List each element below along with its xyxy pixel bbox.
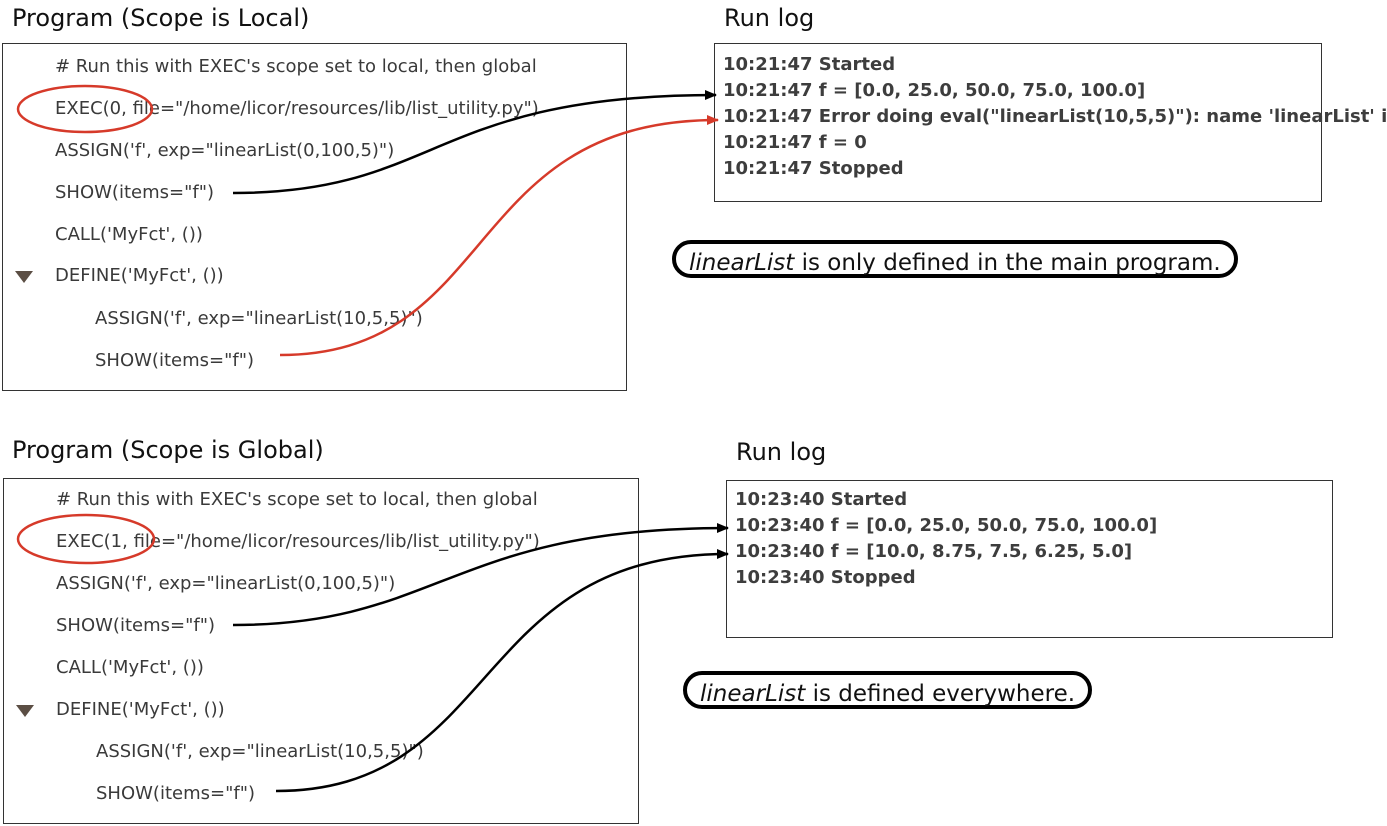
bottom-log-line-started: 10:23:40 Started	[735, 489, 908, 510]
bottom-code-line-call[interactable]: CALL('MyFct', ())	[56, 657, 204, 678]
bottom-runlog-title: Run log	[736, 438, 827, 466]
bottom-code-line-inner-assign[interactable]: ASSIGN('f', exp="linearList(10,5,5)")	[96, 741, 424, 762]
bottom-code-line-define[interactable]: DEFINE('MyFct', ())	[56, 699, 225, 720]
bottom-log-line-f2: 10:23:40 f = [10.0, 8.75, 7.5, 6.25, 5.0…	[735, 541, 1133, 562]
bottom-program-panel: # Run this with EXEC's scope set to loca…	[3, 478, 639, 824]
top-log-line-error: 10:21:47 Error doing eval("linearList(10…	[723, 106, 1387, 127]
top-code-line-show[interactable]: SHOW(items="f")	[55, 182, 214, 203]
bottom-code-line-show[interactable]: SHOW(items="f")	[56, 615, 215, 636]
top-code-line-exec[interactable]: EXEC(0, file="/home/licor/resources/lib/…	[55, 98, 539, 119]
top-runlog-panel[interactable]: 10:21:47 Started 10:21:47 f = [0.0, 25.0…	[714, 43, 1387, 202]
bottom-log-line-stopped: 10:23:40 Stopped	[735, 567, 916, 588]
top-program-panel: # Run this with EXEC's scope set to loca…	[2, 43, 627, 391]
top-note-callout: linearList is only defined in the main p…	[672, 240, 1238, 278]
top-code-line-inner-show[interactable]: SHOW(items="f")	[95, 350, 254, 371]
bottom-note-italic: linearList	[700, 681, 806, 707]
top-log-line-f0: 10:21:47 f = 0	[723, 132, 867, 153]
bottom-log-line-f1: 10:23:40 f = [0.0, 25.0, 50.0, 75.0, 100…	[735, 515, 1158, 536]
top-note-italic: linearList	[689, 250, 795, 276]
bottom-program-title: Program (Scope is Global)	[12, 436, 324, 464]
top-note-text: is only defined in the main program.	[794, 250, 1221, 276]
top-code-line-comment[interactable]: # Run this with EXEC's scope set to loca…	[55, 56, 537, 77]
top-runlog-title: Run log	[724, 4, 815, 32]
bottom-code-line-inner-show[interactable]: SHOW(items="f")	[96, 783, 255, 804]
bottom-code-line-comment[interactable]: # Run this with EXEC's scope set to loca…	[56, 489, 538, 510]
top-code-line-call[interactable]: CALL('MyFct', ())	[55, 224, 203, 245]
triangle-down-icon[interactable]	[15, 271, 33, 283]
top-log-line-started: 10:21:47 Started	[723, 54, 896, 75]
bottom-code-line-assign[interactable]: ASSIGN('f', exp="linearList(0,100,5)")	[56, 573, 396, 594]
top-code-line-inner-assign[interactable]: ASSIGN('f', exp="linearList(10,5,5)")	[95, 308, 423, 329]
top-code-line-assign[interactable]: ASSIGN('f', exp="linearList(0,100,5)")	[55, 140, 395, 161]
top-code-line-define[interactable]: DEFINE('MyFct', ())	[55, 265, 224, 286]
top-program-title: Program (Scope is Local)	[12, 4, 310, 32]
bottom-runlog-panel[interactable]: 10:23:40 Started 10:23:40 f = [0.0, 25.0…	[726, 480, 1333, 638]
top-log-line-f1: 10:21:47 f = [0.0, 25.0, 50.0, 75.0, 100…	[723, 80, 1146, 101]
bottom-note-text: is defined everywhere.	[805, 681, 1076, 707]
triangle-down-icon[interactable]	[16, 705, 34, 717]
top-log-line-stopped: 10:21:47 Stopped	[723, 158, 904, 179]
bottom-code-line-exec[interactable]: EXEC(1, file="/home/licor/resources/lib/…	[56, 531, 540, 552]
bottom-note-callout: linearList is defined everywhere.	[683, 671, 1093, 709]
